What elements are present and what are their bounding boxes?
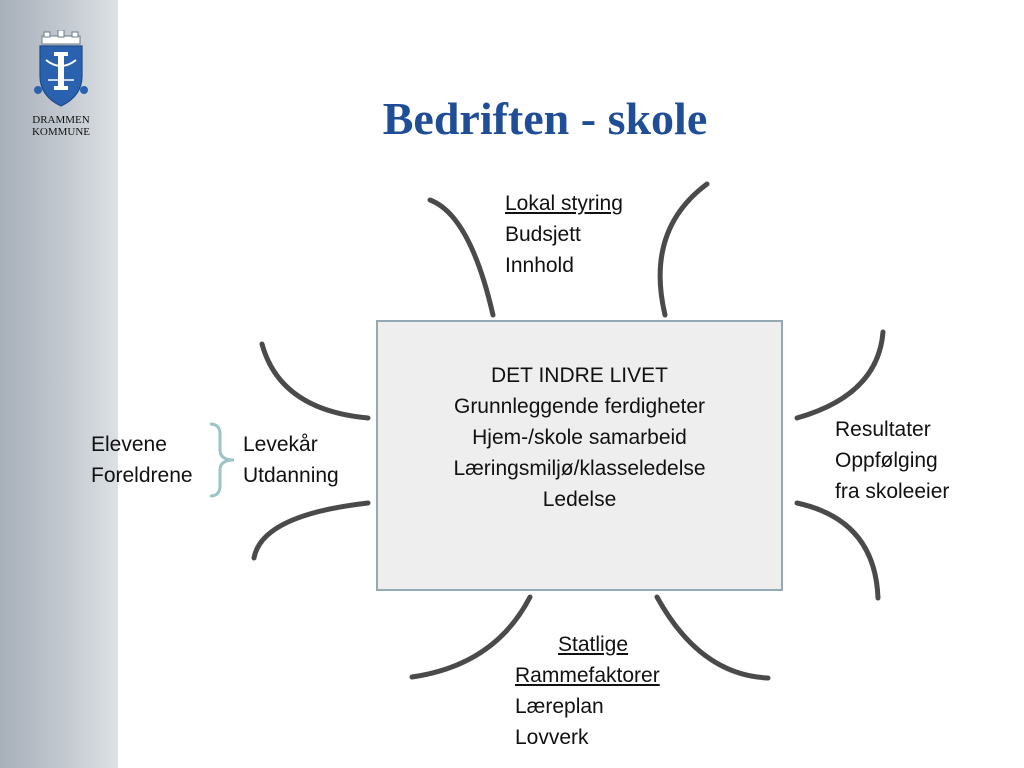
bottom-heading-1: Statlige <box>558 633 629 656</box>
center-line-3: Hjem-/skole samarbeid <box>472 426 687 449</box>
right-brace-icon <box>209 422 235 498</box>
center-line-4: Læringsmiljø/klasseledelse <box>453 457 706 480</box>
side-band <box>0 0 118 768</box>
top-group: Lokal styring Budsjett Innhold <box>505 188 623 281</box>
center-line-2: Grunnleggende ferdigheter <box>453 395 705 418</box>
curve-lower-left <box>251 500 371 561</box>
center-line-1: DET INDRE LIVET <box>491 364 668 387</box>
left-inner-group: Levekår Utdanning <box>243 429 339 491</box>
left-inner-item-2: Utdanning <box>243 464 339 487</box>
bottom-item-1: Læreplan <box>515 695 604 718</box>
top-item-2: Innhold <box>505 254 574 277</box>
coat-of-arms-icon <box>34 30 88 107</box>
curve-lower-right <box>794 500 881 601</box>
left-inner-item-1: Levekår <box>243 433 318 456</box>
center-line-5: Ledelse <box>542 488 617 511</box>
curve-top-left <box>427 197 496 318</box>
right-item-2: Oppfølging <box>835 449 938 472</box>
org-name-line2: KOMMUNE <box>31 126 91 138</box>
curve-upper-left <box>259 341 371 421</box>
top-item-1: Budsjett <box>505 223 581 246</box>
logo: DRAMMEN KOMMUNE <box>18 30 104 142</box>
org-name-line1: DRAMMEN <box>32 114 90 126</box>
curve-bottom-right <box>654 594 771 681</box>
curve-top-right <box>657 181 710 318</box>
bottom-heading-2: Rammefaktorer <box>515 664 660 687</box>
right-item-3: fra skoleeier <box>835 480 950 503</box>
left-outer-group: Elevene Foreldrene <box>91 429 193 491</box>
curve-upper-right <box>794 329 886 421</box>
curve-bottom-left <box>409 594 533 680</box>
top-heading: Lokal styring <box>505 192 623 215</box>
left-outer-item-2: Foreldrene <box>91 464 193 487</box>
bottom-group: Statlige Rammefaktorer Læreplan Lovverk <box>515 629 660 753</box>
org-name: DRAMMEN KOMMUNE <box>18 114 104 138</box>
center-box: DET INDRE LIVET Grunnleggende ferdighete… <box>376 320 783 591</box>
left-outer-item-1: Elevene <box>91 433 167 456</box>
right-group: Resultater Oppfølging fra skoleeier <box>835 414 949 507</box>
bottom-item-2: Lovverk <box>515 726 589 749</box>
right-item-1: Resultater <box>835 418 931 441</box>
slide-title: Bedriften - skole <box>382 93 708 144</box>
